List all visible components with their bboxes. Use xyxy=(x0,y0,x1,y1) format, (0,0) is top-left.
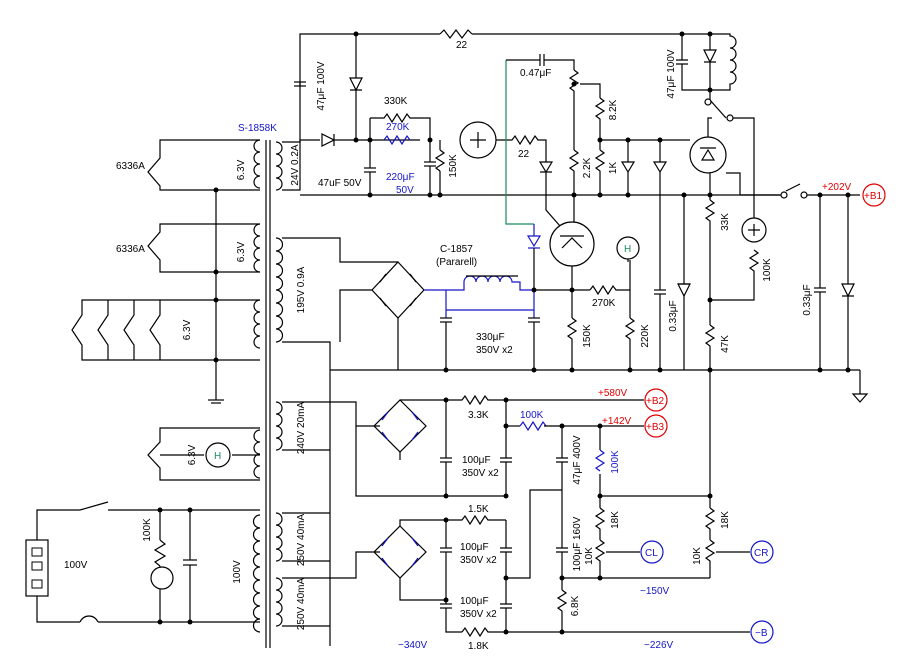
cr-terminal xyxy=(750,540,774,564)
mains-voltage: 100V xyxy=(64,560,88,571)
r220k-label: 220K xyxy=(640,324,651,348)
b3-voltage: +142V xyxy=(602,416,632,427)
c047-label: 0.47μF xyxy=(520,68,551,79)
transformer-core xyxy=(265,140,271,648)
load-tube-2: 6336A xyxy=(116,244,145,255)
c330uf-label: 330μF xyxy=(476,332,505,343)
v226-label: −226V xyxy=(644,640,674,651)
hv-positive-section xyxy=(282,394,710,497)
error-amplifier-tube xyxy=(549,221,595,267)
c100uf-a-voltage: 350V x2 xyxy=(462,468,499,479)
r3-3k-label: 3.3K xyxy=(468,410,489,421)
bneg-label: −B xyxy=(755,628,768,639)
r100k-blue-vertical-label: 100K xyxy=(610,450,621,474)
c330uf-voltage: 350V x2 xyxy=(476,345,513,356)
c100uf-b-label: 100μF xyxy=(460,542,489,553)
b1-label: +B1 xyxy=(864,191,883,202)
b2-voltage: +580V xyxy=(598,388,628,399)
regulator-pass-tube xyxy=(689,136,727,174)
c033-b-label: 0.33μF xyxy=(802,284,813,315)
c100uf160v-label: 100μF 160V xyxy=(572,516,583,571)
c220uf-voltage: 50V xyxy=(396,185,414,196)
winding-label-heater-1: 6.3V xyxy=(236,159,247,180)
negative-section xyxy=(282,370,750,638)
winding-label-primary: 100V xyxy=(232,560,243,584)
r2-2k-label: 2.2K xyxy=(582,157,593,178)
r100k-a-label: 100K xyxy=(762,258,773,282)
v150-label: −150V xyxy=(640,586,670,597)
r270k-blue-label: 270K xyxy=(386,122,410,133)
r330k-label: 330K xyxy=(384,96,408,107)
h-terminal-2-label: H xyxy=(624,244,631,255)
r22-mid-label: 22 xyxy=(518,149,530,160)
r47k-label: 47K xyxy=(720,335,731,353)
b3-label: +B3 xyxy=(646,422,665,433)
c100uf-a-label: 100μF xyxy=(462,455,491,466)
c47uf100v-right-label: 47μF 100V xyxy=(666,49,677,98)
winding-label-hv-195v: 195V 0.9A xyxy=(296,266,307,313)
c033-a-label: 0.33μF xyxy=(668,300,679,331)
winding-label-hv-250v-a: 250V 40mA xyxy=(296,514,307,567)
c47uf100v-left-label: 47μF 100V xyxy=(316,61,327,110)
r18k-a-label: 18K xyxy=(610,511,621,529)
secondary-windings xyxy=(275,141,284,627)
b1-terminal xyxy=(862,183,886,207)
r10k-a-label: 10K xyxy=(584,547,595,565)
winding-label-heater-shared: 6.3V xyxy=(182,319,193,340)
r270k-label: 270K xyxy=(592,298,616,309)
r18k-b-label: 18K xyxy=(720,511,731,529)
choke-name: C-1857 xyxy=(440,244,473,255)
regulator-section xyxy=(505,33,860,370)
mains-resistor-label: 100K xyxy=(142,518,153,542)
r33k-label: 33K xyxy=(720,213,731,231)
r1-8k-label: 1.8K xyxy=(468,641,489,652)
winding-label-bias-24v: 24V 0.2A xyxy=(290,144,301,185)
c100uf-c-voltage: 350V x2 xyxy=(460,609,497,620)
cr-label: CR xyxy=(754,548,768,559)
bneg-terminal xyxy=(750,620,774,644)
heater-h-terminal xyxy=(205,442,231,468)
choke-note: (Pararell) xyxy=(436,257,477,268)
c100uf-b-voltage: 350V x2 xyxy=(460,555,497,566)
r150k-b-label: 150K xyxy=(582,324,593,348)
c47uf50v-label: 47uF 50V xyxy=(318,178,362,189)
r22-top-label: 22 xyxy=(456,40,468,51)
cl-label: CL xyxy=(645,548,658,559)
c47uf400v-label: 47μF 400V xyxy=(572,435,583,484)
r6-8k-label: 6.8K xyxy=(570,595,581,616)
b2-terminal xyxy=(644,388,668,412)
v340-label: −340V xyxy=(398,640,428,651)
heater-wiring xyxy=(71,139,260,481)
r100k-blue-label: 100K xyxy=(520,410,544,421)
b2-label: +B2 xyxy=(646,396,665,407)
winding-label-hv-250v-b: 250V 40mA xyxy=(296,578,307,631)
winding-label-hv-240v: 240V 20mA xyxy=(296,402,307,455)
heater-h-label: H xyxy=(214,451,221,462)
r10k-b-label: 10K xyxy=(692,547,703,565)
transformer-label: S-1858K xyxy=(238,123,277,134)
cl-terminal xyxy=(640,540,664,564)
c100uf-c-label: 100μF xyxy=(460,596,489,607)
r150k-a-label: 150K xyxy=(448,154,459,178)
bias-supply xyxy=(282,29,780,196)
mains-input xyxy=(25,501,260,623)
r1k-label: 1K xyxy=(608,162,619,175)
heater-windings xyxy=(252,139,261,633)
b1-voltage: +202V xyxy=(822,182,852,193)
bridge-195v xyxy=(282,237,572,370)
ground-bus xyxy=(329,369,869,646)
load-tube-1: 6336A xyxy=(116,161,145,172)
c220uf-label: 220μF xyxy=(386,172,415,183)
r8-2k-label: 8.2K xyxy=(608,99,619,120)
r1-5k-label: 1.5K xyxy=(468,504,489,515)
winding-label-heater-2: 6.3V xyxy=(236,241,247,262)
neon-lamp-icon xyxy=(150,566,174,590)
b3-terminal xyxy=(644,414,668,438)
